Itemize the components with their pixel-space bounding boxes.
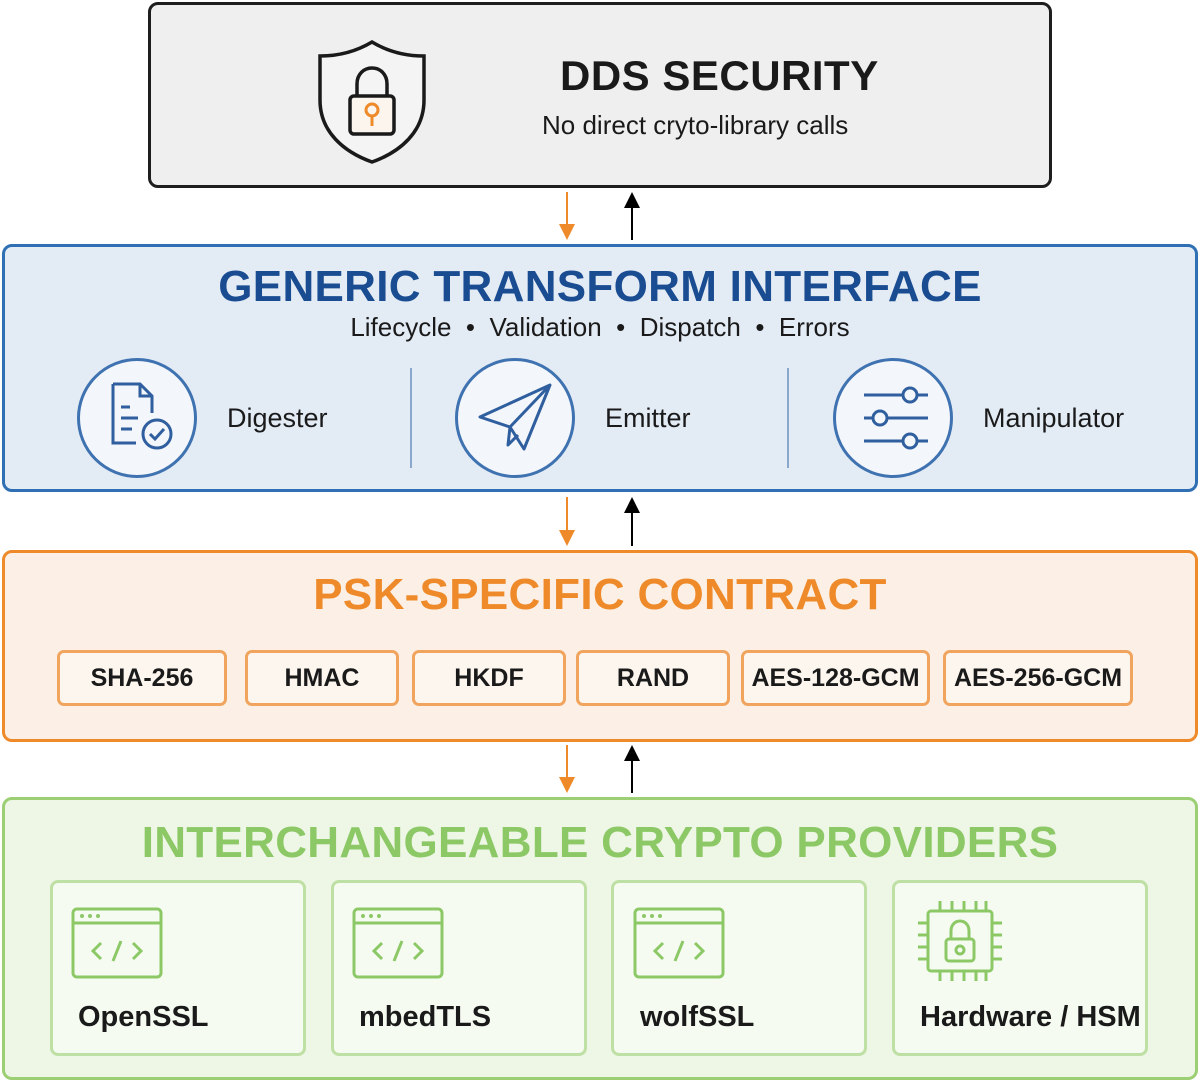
emitter-circle	[455, 358, 575, 478]
psk-contract-layer	[2, 550, 1198, 742]
algorithm-badge: HMAC	[245, 650, 399, 706]
provider-label-openssl: OpenSSL	[78, 1001, 209, 1033]
provider-label-hsm: Hardware / HSM	[920, 1001, 1141, 1033]
separator	[787, 368, 789, 468]
algorithm-badge: AES-128-GCM	[741, 650, 930, 706]
algorithm-badge: SHA-256	[57, 650, 227, 706]
provider-label-wolfssl: wolfSSL	[640, 1001, 755, 1033]
interface-title: GENERIC TRANSFORM INTERFACE	[218, 262, 982, 311]
dds-title: DDS SECURITY	[560, 52, 879, 99]
contract-title: PSK-SPECIFIC CONTRACT	[313, 570, 887, 619]
sliders-icon	[864, 386, 928, 450]
providers-title: INTERCHANGEABLE CRYPTO PROVIDERS	[141, 818, 1059, 867]
algorithm-badge: HKDF	[412, 650, 566, 706]
separator	[410, 368, 412, 468]
generic-transform-interface-layer	[2, 244, 1198, 492]
component-label-digester: Digester	[227, 403, 328, 433]
provider-label-mbedtls: mbedTLS	[359, 1001, 492, 1033]
interface-subtitle: Lifecycle • Validation • Dispatch • Erro…	[350, 312, 850, 342]
chip-lock-icon	[918, 901, 1002, 981]
manipulator-circle	[833, 358, 953, 478]
digester-circle	[77, 358, 197, 478]
code-window-icon	[71, 907, 163, 979]
provider-card-hsm	[892, 880, 1148, 1056]
paper-plane-icon	[478, 383, 552, 451]
shield-lock-icon	[312, 36, 432, 168]
algorithm-badge: RAND	[576, 650, 730, 706]
code-window-icon	[633, 907, 725, 979]
algorithm-badge: AES-256-GCM	[943, 650, 1133, 706]
code-window-icon	[352, 907, 444, 979]
dds-subtitle: No direct cryto-library calls	[542, 110, 849, 140]
component-label-emitter: Emitter	[605, 403, 691, 433]
dds-security-layer	[148, 2, 1052, 188]
document-check-icon	[111, 382, 173, 450]
component-label-manipulator: Manipulator	[983, 403, 1125, 433]
